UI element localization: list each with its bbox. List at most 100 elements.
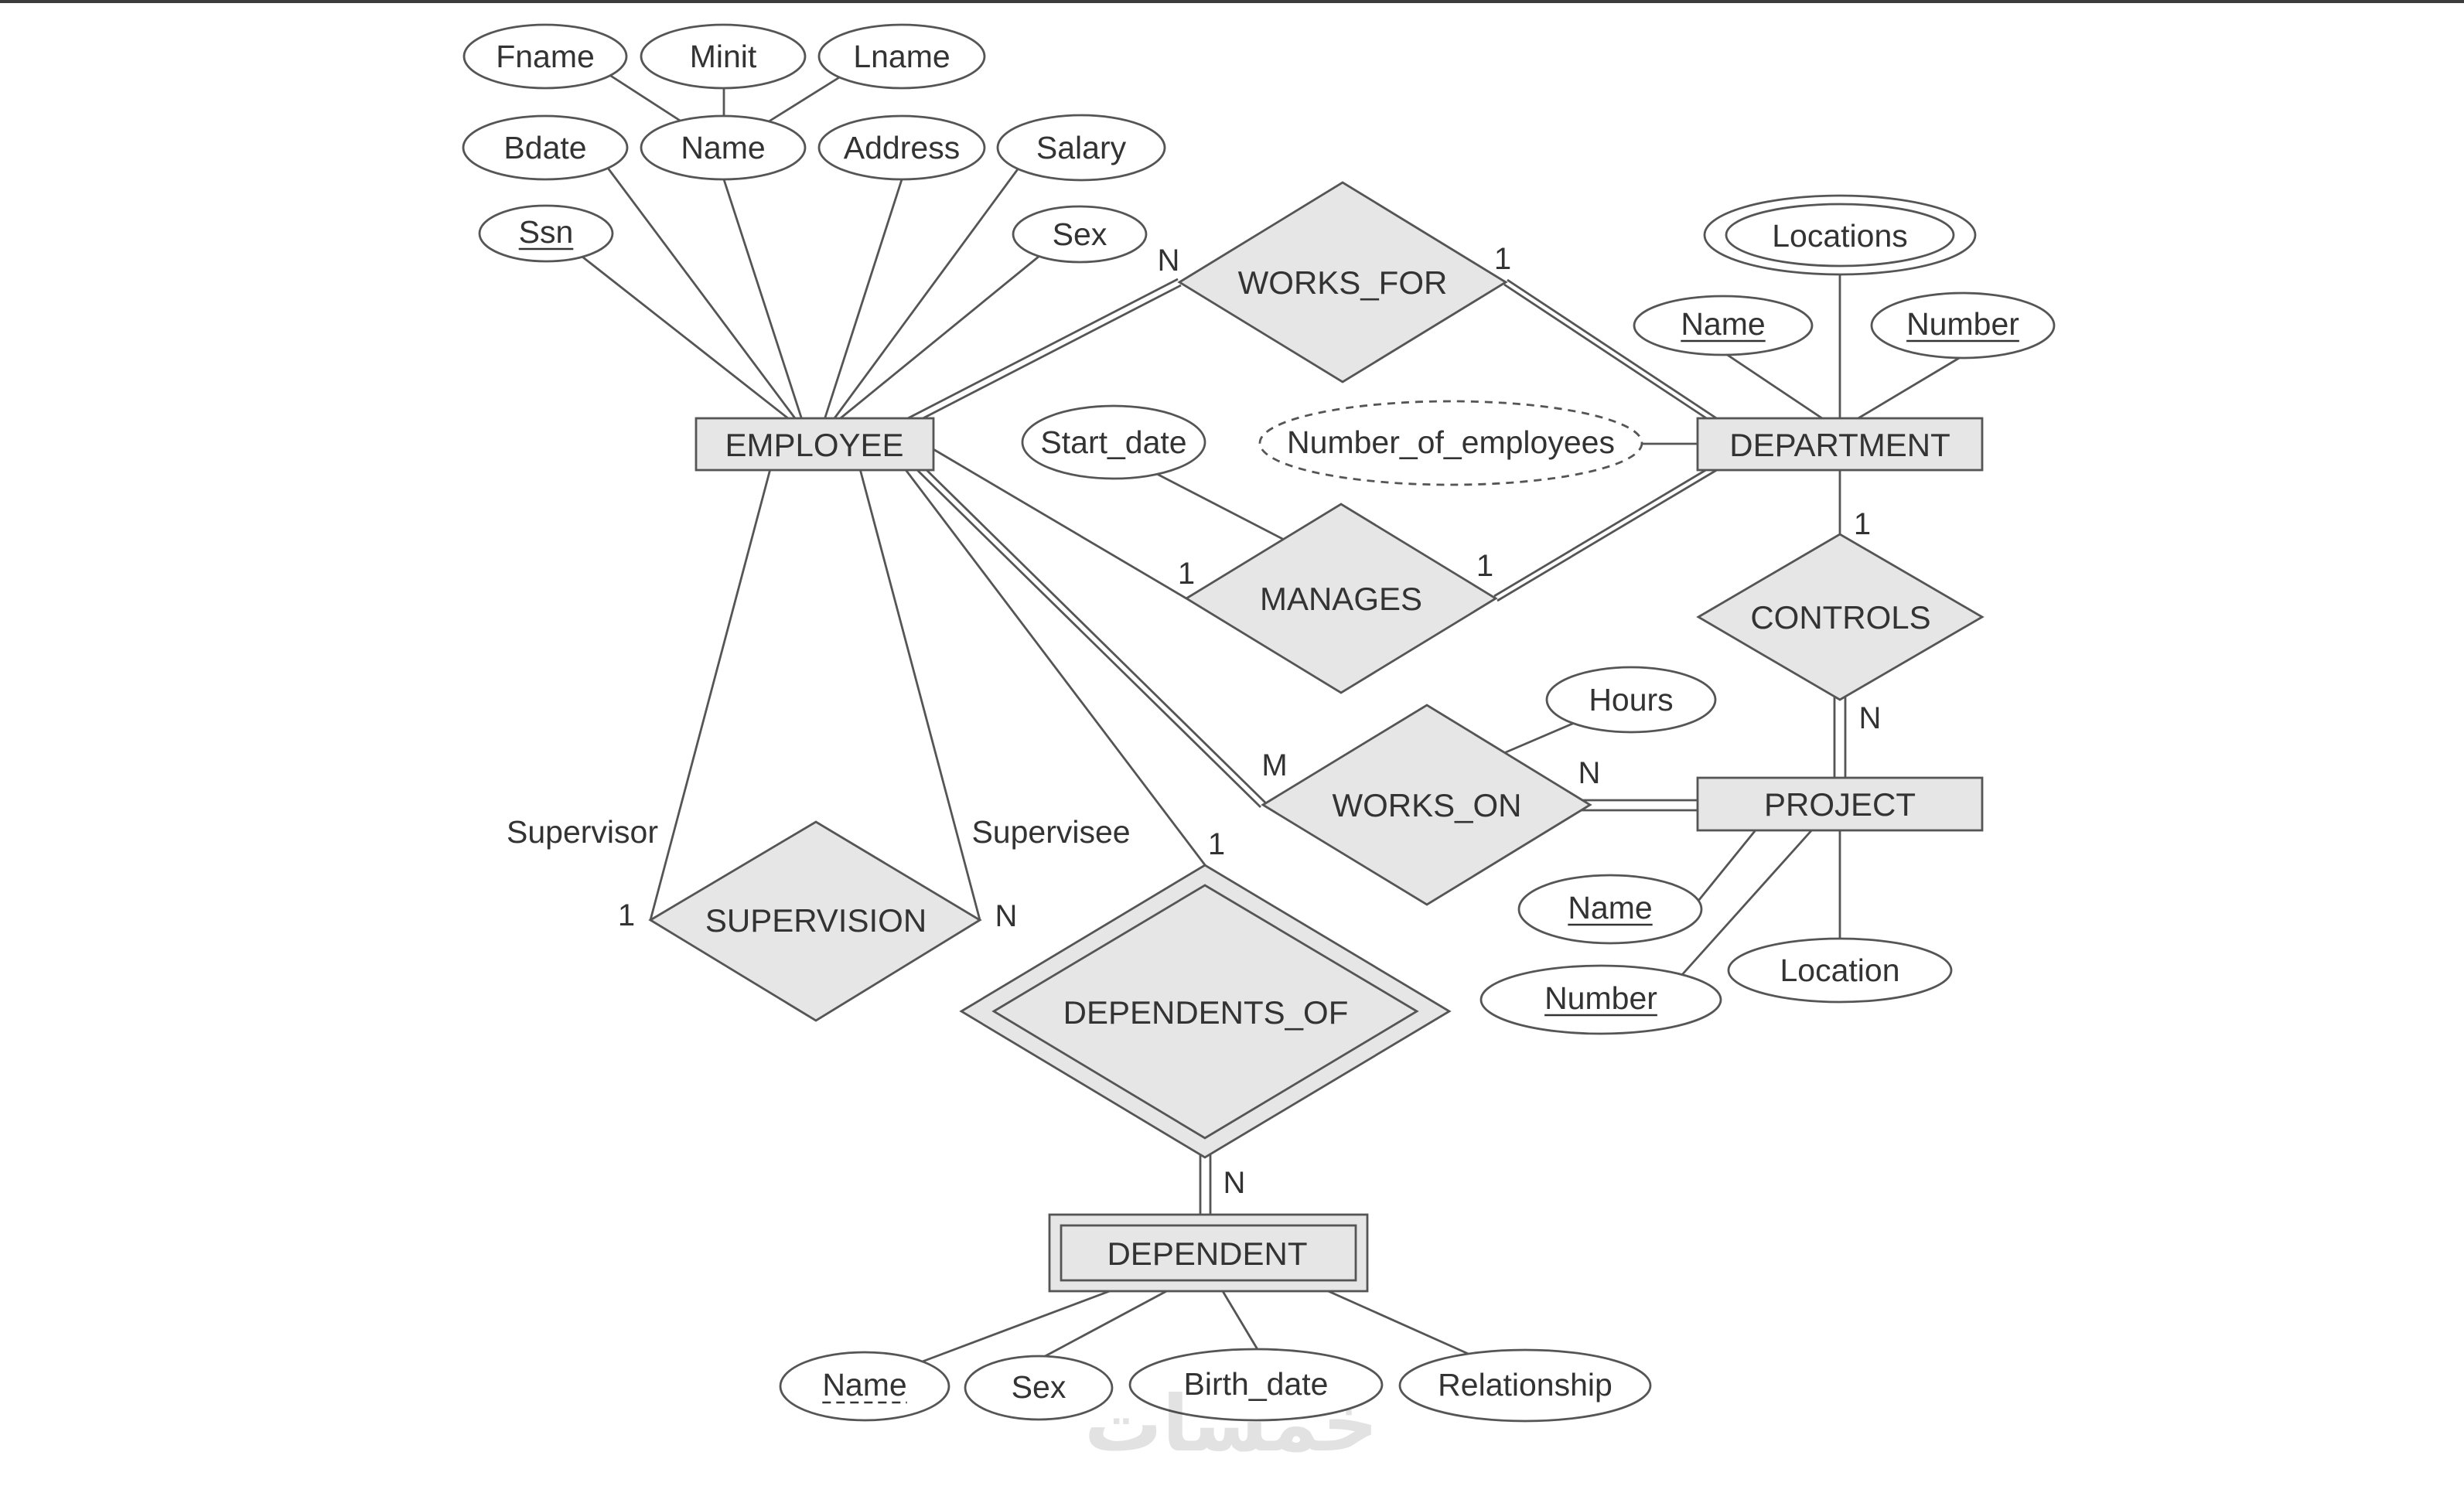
connector-name-lname [766,75,841,124]
relationship-controls-diamond [1696,533,1985,701]
attribute-employee-sex-ellipse [1012,205,1148,264]
attribute-hours-ellipse [1545,666,1717,734]
connector-employee-supervisor-role [649,462,773,921]
attribute-project-location-label: Location [1780,953,1899,988]
connector-employee-works-for [906,278,1182,427]
attribute-dependent-sex: Sex [964,1355,1114,1421]
window-top-edge [0,0,2464,3]
relationship-controls: CONTROLS [1696,533,1985,701]
attribute-locations-label: Locations [1772,218,1908,254]
cardinality-supervision-supervisee: N [995,899,1018,933]
total-participation-line [1507,278,1721,422]
attribute-project-number-label: Number [1544,980,1657,1016]
relationship-works-on-diamond [1261,704,1592,906]
connector-employee-sex [837,251,1044,422]
attribute-dependent-name-label: Name [822,1367,906,1402]
cardinality-manages-employee: 1 [1178,557,1195,591]
attribute-department-number-label: Number [1906,306,2019,342]
attribute-fname: Fname [462,23,628,90]
cardinality-manages-department: 1 [1476,549,1493,583]
attribute-bdate: Bdate [462,114,629,181]
connector-employee-address [822,174,905,423]
attribute-lname: Lname [817,23,986,90]
attribute-start-date-label: Start_date [1040,424,1186,460]
attribute-department-name-ellipse [1633,295,1814,356]
attribute-dependent-sex-label: Sex [1012,1369,1066,1405]
cardinality-controls-department: 1 [1854,507,1871,541]
cardinality-dependents-of-employee: 1 [1208,827,1225,861]
identifying-relationship-inner-diamond [991,884,1419,1140]
attribute-salary-label: Salary [1036,130,1127,165]
attribute-birth-date-label: Birth_date [1184,1366,1329,1402]
connector-manages-start-date [1155,472,1291,544]
attribute-employee-name-label: Name [681,130,765,165]
weak-entity-dependent: DEPENDENT [1048,1213,1369,1293]
entity-project-box [1696,776,1984,832]
connector-department-name [1721,349,1828,423]
entity-employee-box [694,417,935,472]
relationship-works-for: WORKS_FOR [1177,181,1508,383]
role-label-supervisor: Supervisor [507,814,658,850]
multivalued-attribute-inner-ellipse [1725,203,1955,268]
entity-department: DEPARTMENT [1696,417,1984,472]
cardinality-works-for-department: 1 [1494,242,1511,276]
entity-department-box [1696,417,1984,472]
cardinality-works-for-employee: N [1158,244,1180,278]
connector-dependent-birth-date [1219,1287,1262,1355]
connector-department-number [1852,353,1965,423]
attribute-bdate-ellipse [462,114,629,181]
attribute-start-date-ellipse [1021,404,1206,480]
total-participation-line [913,466,1261,808]
attribute-project-location: Location [1727,937,1953,1004]
connector-dependents-of-dependent [1199,1148,1212,1222]
cardinality-controls-project: N [1859,701,1882,735]
connector-employee-name [721,174,804,423]
connector-dependent-sex [1039,1288,1170,1361]
connector-name-fname [606,72,684,124]
attribute-salary-ellipse [996,114,1166,182]
attribute-project-number-ellipse [1479,964,1722,1035]
watermark-logo: خمسات [1084,1379,1378,1469]
total-participation-line [918,462,1266,803]
entity-project: PROJECT [1696,776,1984,832]
relationship-supervision: SUPERVISION [648,820,982,1022]
attribute-number-of-employees-label: Number_of_employees [1287,424,1615,460]
attribute-department-name-label: Name [1681,306,1765,342]
connector-dependent-name [920,1288,1114,1364]
connector-works-for-department [1503,278,1721,427]
attribute-ssn-label: Ssn [519,214,574,250]
connector-project-number [1678,827,1816,978]
weak-entity-inner-box [1060,1224,1357,1282]
relationship-manages-label: MANAGES [1260,581,1422,617]
entity-employee-label: EMPLOYEE [725,427,903,463]
attribute-number-of-employees: Number_of_employees [1258,400,1643,486]
connector-employee-manages [927,445,1187,600]
connector-works-on-project [1578,799,1703,812]
attribute-project-name-ellipse [1517,874,1703,945]
role-label-supervisee: Supervisee [971,814,1130,850]
entity-department-label: DEPARTMENT [1729,427,1950,463]
cardinality-dependents-of-dependent: N [1223,1166,1246,1200]
connectors [578,72,1965,1364]
connector-dependent-relationship [1324,1288,1473,1357]
attributes: Fname Minit Lname Bdate Name Address Sal… [462,23,2056,1423]
attribute-dependent-name: Name [779,1351,950,1422]
entities: EMPLOYEE DEPARTMENT PROJECT DEPENDENT [694,417,1984,1293]
attribute-address-label: Address [844,130,960,165]
relationships: WORKS_FOR MANAGES WORKS_ON CONTROLS SUPE… [648,181,1985,1159]
connector-project-name [1694,827,1759,905]
attribute-relationship: Relationship [1398,1348,1652,1423]
attribute-salary: Salary [996,114,1166,182]
connector-employee-works-on [913,462,1266,808]
attribute-project-location-ellipse [1727,937,1953,1004]
cardinality-supervision-supervisor: 1 [618,898,635,932]
attribute-employee-sex: Sex [1012,205,1148,264]
attribute-locations: Locations [1703,194,1977,276]
connector-controls-project [1833,692,1847,784]
attribute-relationship-ellipse [1398,1348,1652,1423]
attribute-minit-ellipse [640,23,807,90]
relationship-dependents-of-label: DEPENDENTS_OF [1063,994,1349,1031]
total-participation-line [906,278,1179,421]
total-participation-line [1493,462,1717,598]
